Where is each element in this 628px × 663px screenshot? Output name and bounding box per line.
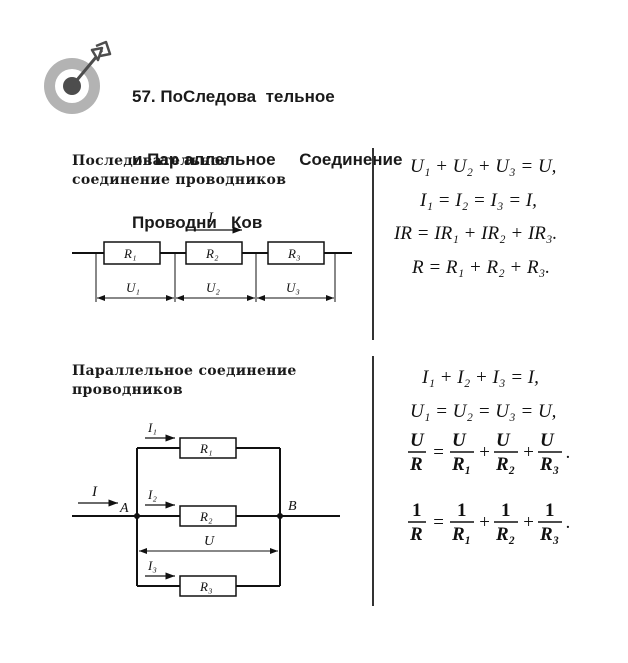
series-formula-2: I₁ = I₂ = I₃ = I,	[419, 190, 537, 211]
series-u3-label: U₃	[286, 280, 300, 295]
parallel-i3-label: I₃	[147, 558, 157, 573]
f4-lhs-num: 1	[412, 500, 422, 521]
series-formulas: U₁ + U₂ + U₃ = U, I₁ = I₂ = I₃ = I, IR =…	[393, 156, 557, 278]
f4-equals: =	[432, 512, 445, 533]
series-current-label: I	[207, 210, 214, 226]
f3-plus-1: +	[478, 442, 491, 463]
f3-lhs-den: R	[409, 454, 423, 475]
f3-equals: =	[432, 442, 445, 463]
parallel-r1-label: R₁	[199, 441, 212, 456]
parallel-r2-label: R₂	[199, 509, 213, 524]
series-divider	[372, 148, 374, 340]
parallel-circuit: I A B R₁ R₂ R₃ I₁ I₂ I₃ U	[72, 420, 340, 597]
series-section-title: Последовательное соединение проводников	[72, 152, 286, 190]
series-title-line-1: Последовательное	[72, 153, 230, 169]
f4-t3-num: 1	[545, 500, 555, 521]
parallel-title-line-1: Параллельное соединение	[72, 363, 297, 379]
f4-t2-num: 1	[501, 500, 511, 521]
parallel-formula-3: U R = U R₁ + U R₂ + U R₃ .	[408, 430, 571, 475]
f3-plus-2: +	[522, 442, 535, 463]
f3-t3-den: R₃	[539, 454, 559, 475]
series-r2-label: R₂	[205, 246, 219, 261]
title-line-1: 57. ПоСледова тельное	[132, 87, 335, 106]
series-u2-label: U₂	[206, 280, 220, 295]
parallel-i2-label: I₂	[147, 487, 157, 502]
series-resistor-1	[103, 241, 161, 265]
f4-lhs-den: R	[409, 524, 423, 545]
series-formula-3: IR = IR₁ + IR₂ + IR₃.	[393, 223, 557, 244]
parallel-resistor-2	[179, 505, 237, 527]
parallel-title-line-2: проводников	[72, 382, 183, 398]
page-title: 57. ПоСледова тельное и Пар аллельное Со…	[132, 44, 402, 275]
parallel-formulas: I₁ + I₂ + I₃ = I, U₁ = U₂ = U₃ = U, U R …	[408, 367, 571, 545]
node-b-label: B	[288, 499, 297, 514]
f3-t2-den: R₂	[495, 454, 515, 475]
parallel-formula-1: I₁ + I₂ + I₃ = I,	[421, 367, 539, 388]
f3-lhs-num: U	[410, 430, 425, 451]
f3-t1-num: U	[452, 430, 467, 451]
parallel-voltage-label: U	[204, 534, 215, 549]
parallel-divider	[372, 356, 374, 606]
f3-t3-num: U	[540, 430, 555, 451]
series-resistor-2	[185, 241, 243, 265]
f4-t1-num: 1	[457, 500, 467, 521]
page-header: 57. ПоСледова тельное и Пар аллельное Со…	[40, 38, 600, 232]
parallel-r3-label: R₃	[199, 579, 212, 594]
series-circuit: R₁ R₂ R₃ I U₁ U₂ U₃	[72, 210, 352, 302]
parallel-current-label: I	[91, 484, 98, 500]
f4-t2-den: R₂	[495, 524, 515, 545]
f4-plus-1: +	[478, 512, 491, 533]
f4-plus-2: +	[522, 512, 535, 533]
parallel-formula-2: U₁ = U₂ = U₃ = U,	[410, 401, 556, 422]
parallel-resistor-1	[179, 437, 237, 459]
f4-t1-den: R₁	[451, 524, 471, 545]
series-r3-label: R₃	[287, 246, 300, 261]
parallel-resistor-3	[179, 575, 237, 597]
target-arrow-icon	[44, 40, 112, 114]
parallel-section-title: Параллельное соединение проводников	[72, 362, 297, 400]
series-title-line-2: соединение проводников	[72, 172, 287, 188]
f4-period: .	[566, 512, 571, 533]
title-line-2: и Пар аллельное Соединение	[132, 150, 403, 169]
series-r1-label: R₁	[123, 246, 136, 261]
f3-t2-num: U	[496, 430, 511, 451]
f4-t3-den: R₃	[539, 524, 559, 545]
f3-t1-den: R₁	[451, 454, 471, 475]
series-u1-label: U₁	[126, 280, 140, 295]
f3-period: .	[566, 442, 571, 463]
series-formula-4: R = R₁ + R₂ + R₃.	[411, 257, 550, 278]
parallel-i1-label: I₁	[147, 420, 157, 435]
parallel-formula-4: 1 R = 1 R₁ + 1 R₂ + 1 R₃ .	[408, 500, 571, 545]
series-formula-1: U₁ + U₂ + U₃ = U,	[410, 156, 556, 177]
series-resistor-3	[267, 241, 325, 265]
node-a-label: A	[119, 501, 129, 516]
title-line-3: Проводни Ков	[132, 213, 263, 232]
